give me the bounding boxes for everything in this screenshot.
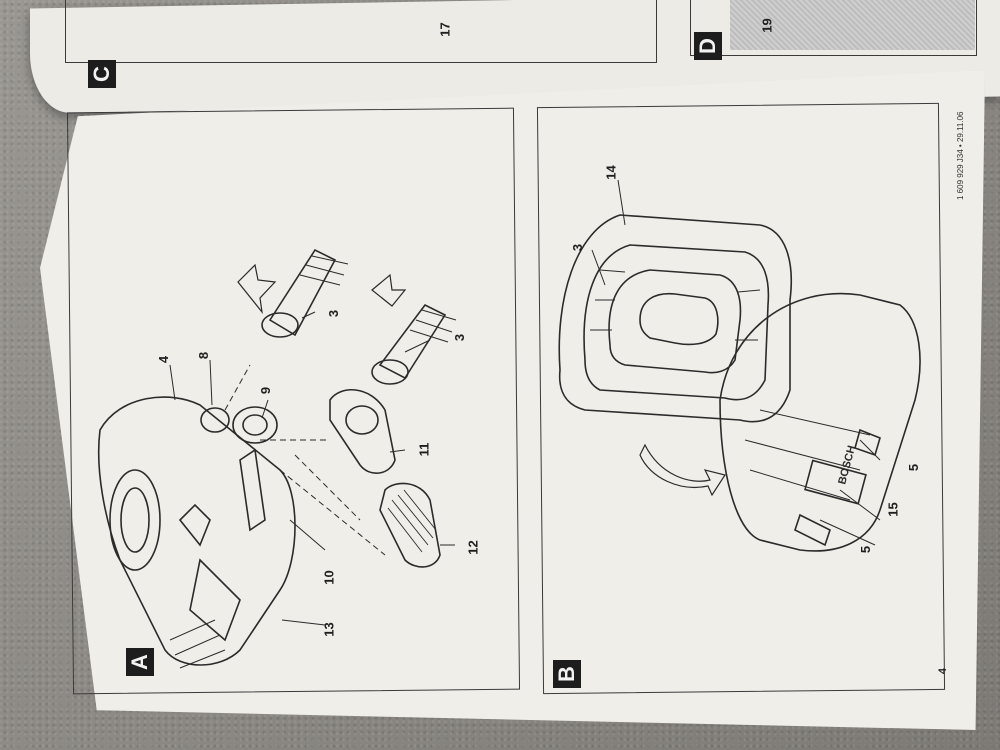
callout-5-upper: 5: [906, 463, 922, 472]
adapter-11: [329, 388, 396, 474]
brand-plate-outline: [804, 459, 867, 505]
part-code: 1 609 929 J34 • 29.11.06: [956, 111, 965, 200]
callout-11: 11: [416, 442, 432, 457]
callout-14: 14: [603, 165, 619, 180]
vacuum-wheel-outline: [109, 469, 161, 571]
section-label-d: D: [694, 32, 722, 60]
callout-10: 10: [321, 570, 337, 585]
callout-9: 9: [258, 386, 274, 395]
section-label-a: A: [126, 648, 154, 676]
callout-15: 15: [885, 502, 901, 517]
callout-4: 4: [156, 355, 172, 364]
vacuum-base-outline: [719, 292, 921, 552]
vacuum-body-outline: [97, 396, 296, 666]
callout-8: 8: [196, 351, 212, 360]
hose-upper: [268, 248, 337, 337]
manual-page: [40, 70, 985, 730]
hose-lower: [378, 303, 447, 380]
callout-5-lower: 5: [858, 545, 874, 554]
open-lid-arrow: [639, 443, 726, 497]
callout-13: 13: [321, 622, 337, 637]
section-label-c: C: [88, 60, 116, 88]
panel-d-frame: [690, 0, 977, 56]
adapter-9: [232, 406, 278, 444]
callout-12: 12: [465, 540, 481, 555]
callout-3-upper: 3: [326, 309, 342, 318]
opened-lid-outline: [558, 214, 792, 423]
filter-cover-12: [379, 482, 441, 568]
callout-3-lower: 3: [452, 333, 468, 342]
panel-d-shading: [730, 0, 975, 50]
page-number: 4: [937, 667, 950, 675]
section-label-b: B: [553, 660, 581, 688]
panel-c-frame: [65, 0, 657, 63]
callout-3-panel-b: 3: [570, 243, 586, 252]
